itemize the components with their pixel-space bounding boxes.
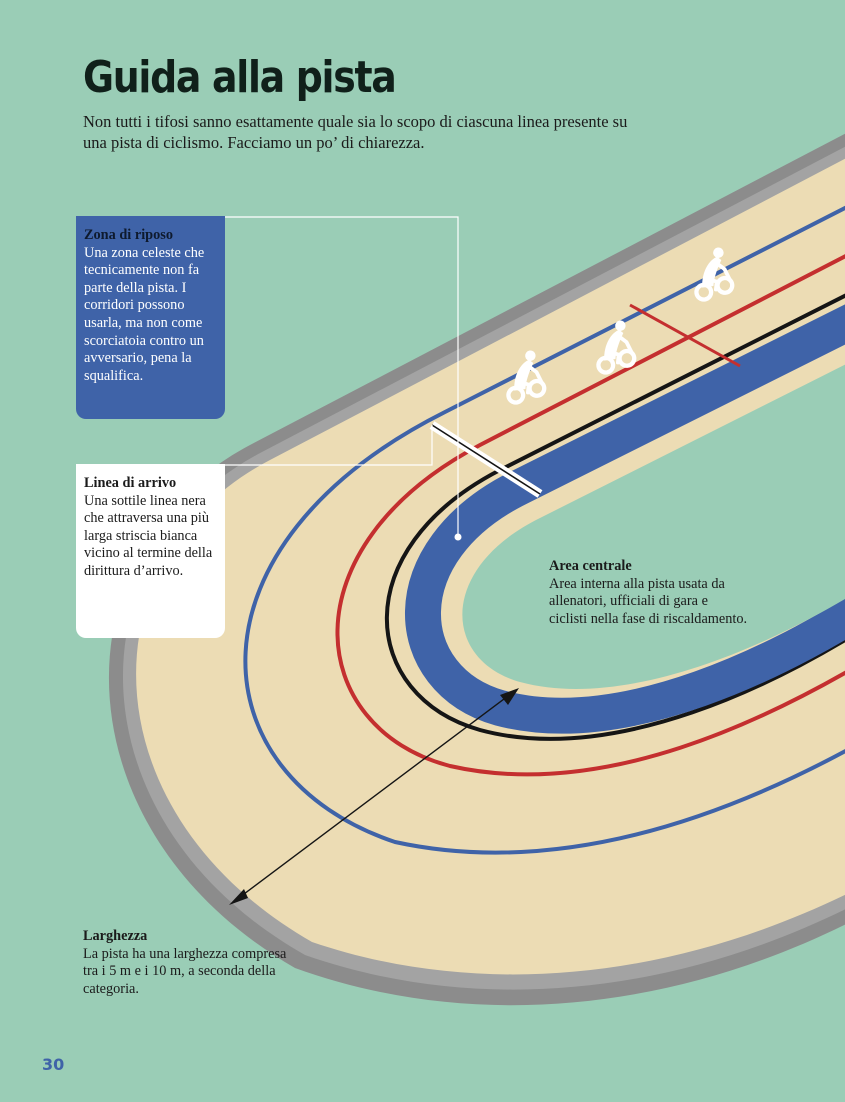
track-rest-zone-band bbox=[405, 304, 845, 734]
finish-line-leader-line bbox=[225, 425, 433, 466]
red-cross-line bbox=[629, 303, 741, 368]
track-blue-outer-line bbox=[243, 205, 845, 855]
width-arrow-head-outer bbox=[229, 889, 248, 905]
rest-zone-leader-line bbox=[225, 216, 459, 537]
width-arrow-head-inner bbox=[500, 688, 519, 705]
page-title: Guida alla pista bbox=[83, 52, 397, 103]
callout-rest-zone-heading: Zona di riposo bbox=[84, 227, 173, 243]
intro-text: Non tutti i tifosi sanno esattamente qua… bbox=[83, 112, 628, 152]
width-arrow bbox=[235, 692, 513, 901]
track-infield bbox=[462, 364, 845, 689]
label-width-text: La pista ha una larghezza compresa tra i… bbox=[83, 945, 287, 997]
track-black-line bbox=[384, 293, 845, 741]
callout-finish-line: Linea di arrivo Una sottile linea nera c… bbox=[76, 464, 225, 638]
label-central-area-text: Area interna alla pista usata da allenat… bbox=[549, 575, 748, 627]
label-central-area-heading: Area centrale bbox=[549, 558, 632, 574]
label-central-area: Area centrale Area interna alla pista us… bbox=[549, 558, 749, 628]
callout-finish-line-heading: Linea di arrivo bbox=[84, 475, 177, 491]
rest-zone-leader-dot bbox=[454, 533, 462, 541]
callout-rest-zone-text: Una zona celeste che tecnicamente non fa… bbox=[84, 244, 205, 384]
page-number: 30 bbox=[42, 1055, 65, 1074]
callout-finish-line-text: Una sottile linea nera che attraversa un… bbox=[84, 492, 213, 579]
label-width-heading: Larghezza bbox=[83, 928, 148, 944]
label-width: Larghezza La pista ha una larghezza comp… bbox=[83, 928, 293, 998]
callout-rest-zone: Zona di riposo Una zona celeste che tecn… bbox=[76, 216, 225, 419]
track-red-line bbox=[335, 254, 845, 777]
finish-line bbox=[431, 424, 541, 495]
